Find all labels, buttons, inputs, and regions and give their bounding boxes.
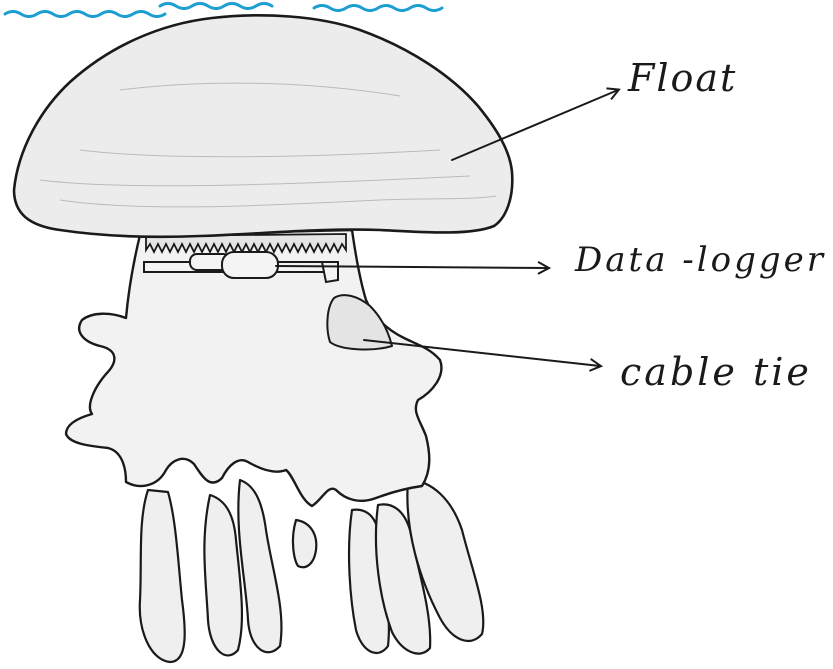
water-wave-2 [160,4,272,9]
label-cable-tie: cable tie [620,350,812,394]
oral-arm-2 [204,495,242,655]
label-float: Float [628,56,737,100]
water-wave-3 [314,6,442,11]
label-data-logger: Data -logger [575,240,826,280]
oral-arms [140,480,484,662]
logger-device [222,252,278,278]
oral-arm-1 [140,490,185,662]
water-wave-1 [5,12,165,17]
oral-arm-3 [238,480,281,652]
water-surface [5,4,442,17]
logger-buckle [322,262,338,282]
oral-arm-4 [293,520,316,567]
